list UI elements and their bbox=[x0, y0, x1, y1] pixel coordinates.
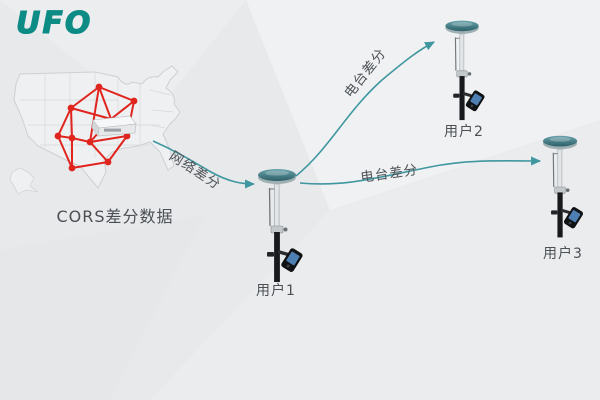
radio-diff-arrow-user3 bbox=[299, 156, 542, 185]
radio-diff-arrow-user2 bbox=[295, 41, 435, 177]
network-diff-arrow bbox=[152, 140, 256, 189]
cors-server-box bbox=[91, 115, 137, 137]
user3-label: 用户3 bbox=[543, 246, 583, 262]
ufo-logo: UFO bbox=[15, 5, 93, 41]
cors-network-graph bbox=[54, 83, 138, 172]
user2-label: 用户2 bbox=[444, 124, 484, 140]
cors-caption: CORS差分数据 bbox=[56, 207, 174, 226]
server-box-label-bar bbox=[104, 128, 121, 132]
alaska-inset bbox=[9, 167, 39, 195]
user1-label: 用户1 bbox=[256, 283, 296, 299]
